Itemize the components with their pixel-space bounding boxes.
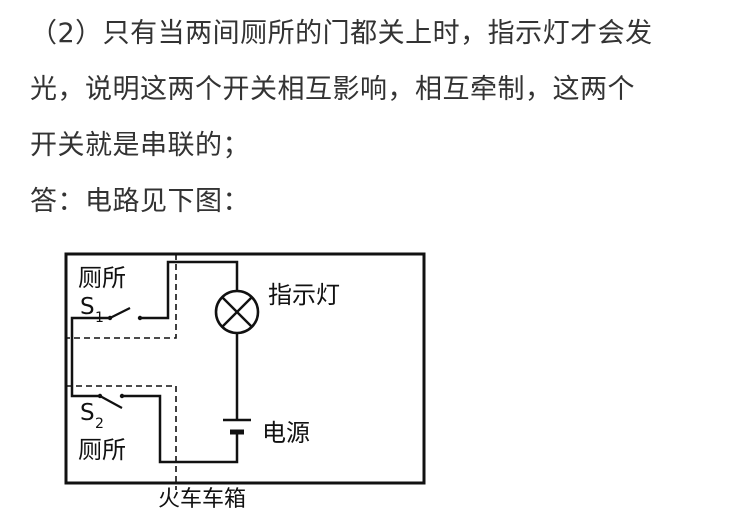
power-label: 电源 (262, 419, 310, 447)
toilet-label-bottom: 厕所 (78, 436, 126, 464)
switch-s2-label: S (80, 400, 95, 426)
partition-dashed-line (66, 254, 177, 490)
text-line-2: 光，说明这两个开关相互影响，相互牵制，这两个 (30, 74, 635, 105)
switch-s2 (97, 393, 125, 409)
circuit-wire-bottom (122, 394, 239, 464)
switch-s2-subscript: 2 (95, 416, 104, 432)
answer-text: （2）只有当两间厕所的门都关上时，指示灯才会发 光，说明这两个开关相互影响，相互… (30, 6, 730, 230)
lamp-icon (214, 289, 260, 335)
circuit-wire-left (70, 316, 110, 398)
switch-s1-label: S (80, 294, 95, 320)
circuit-wire-top (140, 260, 239, 320)
toilet-label-top: 厕所 (78, 264, 126, 292)
text-line-3: 开关就是串联的； (30, 130, 250, 161)
battery-icon (223, 418, 251, 435)
carriage-caption: 火车车箱 (158, 487, 246, 512)
carriage-outline (64, 252, 426, 485)
switch-s1 (107, 307, 143, 321)
text-line-4: 答：电路见下图： (30, 186, 250, 217)
lamp-label: 指示灯 (268, 281, 340, 309)
switch-s1-subscript: 1 (95, 310, 104, 326)
text-line-1: （2）只有当两间厕所的门都关上时，指示灯才会发 (30, 18, 653, 49)
